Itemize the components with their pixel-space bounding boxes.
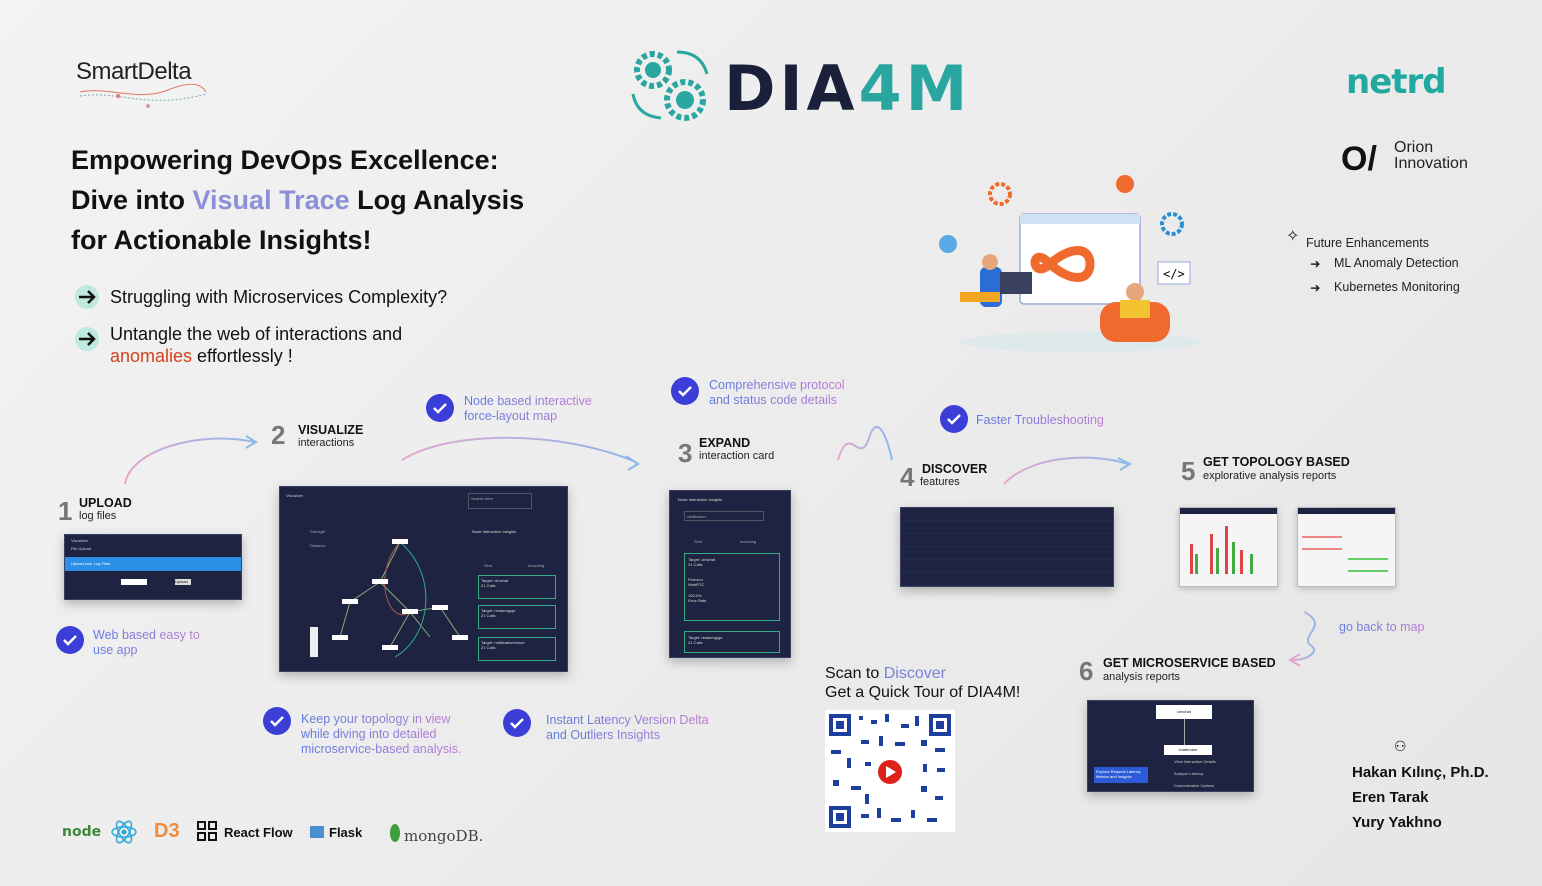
team-icon: ⚇ [1394, 738, 1407, 754]
magic-wand-icon: ✧ [1286, 228, 1300, 245]
react-flow-label: React Flow [224, 825, 293, 840]
flask-label: Flask [329, 825, 363, 840]
step-title: DISCOVER [922, 462, 988, 476]
step-title: VISUALIZE [298, 423, 364, 437]
step-number: 4 [900, 462, 915, 492]
note-trouble: Faster Troubleshooting [976, 413, 1104, 427]
flask-icon [310, 826, 324, 838]
mongodb-label: mongoDB. [404, 827, 484, 845]
devops-illustration: </> [939, 175, 1200, 352]
check-icon [671, 377, 699, 405]
arrow-right-icon [75, 285, 99, 309]
expand-screenshot: Node Interaction Insights chatbroker Sen… [669, 490, 791, 658]
step-title: UPLOAD [79, 496, 132, 510]
upload-screenshot: Visualizer File Upload Upload your Log F… [64, 534, 242, 600]
future-item: Kubernetes Monitoring [1334, 280, 1460, 294]
future-item: ML Anomaly Detection [1334, 256, 1459, 270]
step-number: 5 [1181, 456, 1196, 486]
orion-mark-icon: O/ [1341, 140, 1377, 178]
arrow-right-icon: ➜ [1310, 281, 1321, 295]
check-icon [503, 709, 531, 737]
smartdelta-logo: SmartDelta [76, 58, 192, 85]
step-sub: explorative analysis reports [1203, 470, 1337, 482]
step-sub: analysis reports [1103, 671, 1181, 683]
react-icon [111, 820, 137, 844]
step-sub: interactions [298, 437, 355, 449]
qr-code[interactable] [825, 710, 955, 832]
app-title: DIA4M [724, 52, 972, 125]
step-sub: interaction card [699, 450, 775, 462]
step-number: 2 [271, 420, 286, 450]
mongodb-leaf-icon [390, 824, 400, 842]
step-sub: features [920, 476, 960, 488]
future-title: Future Enhancements [1306, 236, 1429, 250]
step-number: 1 [58, 496, 73, 526]
headline: Empowering DevOps Excellence: Dive into … [71, 145, 525, 255]
visualizer-screenshot: Visualizer Search here Strength Distance… [279, 486, 568, 672]
step-number: 6 [1079, 656, 1094, 686]
topology-report-chart [1179, 507, 1278, 587]
gears-icon [631, 50, 709, 121]
arrow-right-icon: ➜ [1310, 257, 1321, 271]
step-title: GET MICROSERVICE BASED [1103, 656, 1276, 670]
check-icon [56, 626, 84, 654]
microservice-report-screenshot: cimchat chatbroker View Interaction Deta… [1087, 700, 1254, 792]
react-flow-icon [197, 821, 217, 841]
step-number: 3 [678, 438, 693, 468]
topology-report-heatmap [1297, 507, 1396, 587]
svg-text:</>: </> [1163, 267, 1185, 281]
note-goback[interactable]: go back to map [1339, 620, 1425, 634]
check-icon [940, 405, 968, 433]
d3-icon: D3 [154, 820, 180, 842]
step-sub: log files [79, 510, 117, 522]
smartdelta-swoosh-icon [79, 84, 207, 108]
check-icon [426, 394, 454, 422]
step-title: EXPAND [699, 436, 751, 450]
scan-text: Scan to Discover Get a Quick Tour of DIA… [825, 665, 1021, 701]
netrd-logo: netrd [1346, 62, 1447, 102]
step-title: GET TOPOLOGY BASED [1203, 455, 1350, 469]
discover-screenshot [900, 507, 1114, 587]
check-icon [263, 707, 291, 735]
bullet-complexity: Struggling with Microservices Complexity… [110, 287, 448, 307]
nodejs-logo: node [62, 824, 102, 840]
arrow-right-icon [75, 327, 99, 351]
bullet-untangle: Untangle the web of interactions and ano… [110, 324, 403, 366]
